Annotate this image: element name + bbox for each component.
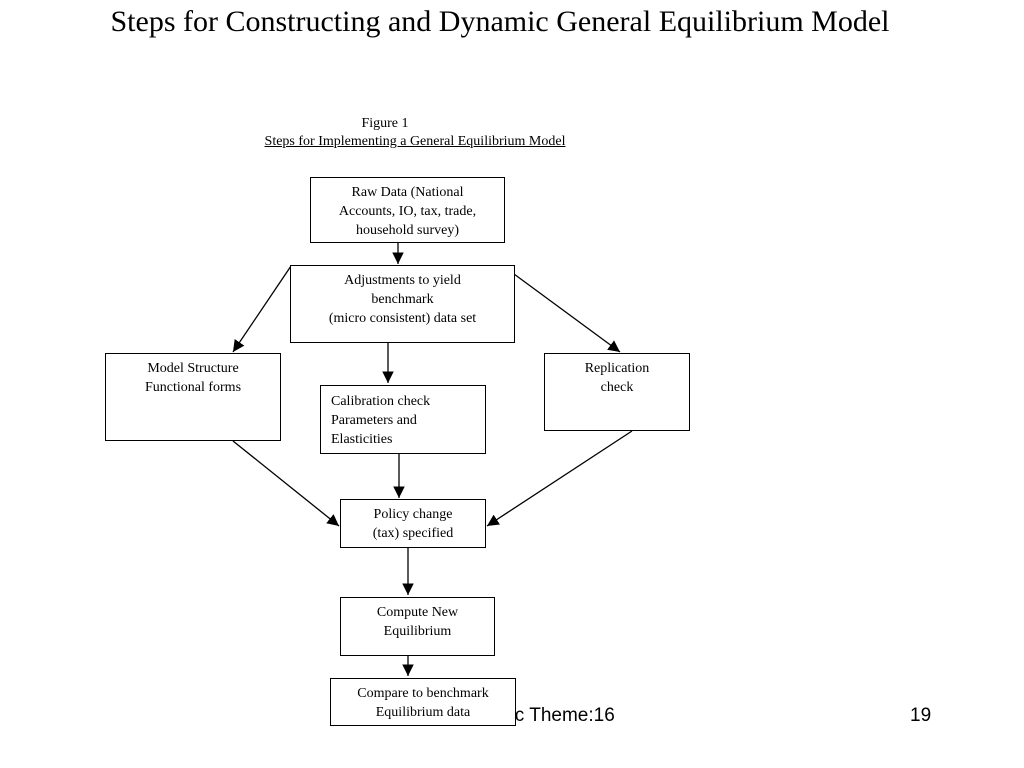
- page-number: 19: [910, 705, 932, 726]
- slide-title: Steps for Constructing and Dynamic Gener…: [110, 5, 890, 38]
- policy-change-box: Policy change (tax) specified: [340, 499, 486, 548]
- arrow-replication-to-policy: [486, 430, 633, 527]
- compute-equilibrium-box: Compute New Equilibrium: [340, 597, 495, 656]
- compare-benchmark-box: Compare to benchmark Equilibrium data: [330, 678, 516, 726]
- raw-data-box: Raw Data (National Accounts, IO, tax, tr…: [310, 177, 505, 243]
- arrow-model-structure-to-policy: [232, 440, 340, 527]
- arrow-adjustments-to-model-structure: [232, 265, 292, 353]
- footer-text: nic Theme:16: [500, 705, 615, 726]
- adjustments-box: Adjustments to yield benchmark (micro co…: [290, 265, 515, 343]
- calibration-box: Calibration check Parameters and Elastic…: [320, 385, 486, 454]
- replication-box: Replication check: [544, 353, 690, 431]
- model-structure-box: Model Structure Functional forms: [105, 353, 281, 441]
- arrow-adjustments-to-replication: [513, 273, 621, 353]
- figure-caption: Steps for Implementing a General Equilib…: [264, 134, 566, 149]
- figure-label: Figure 1: [361, 116, 409, 131]
